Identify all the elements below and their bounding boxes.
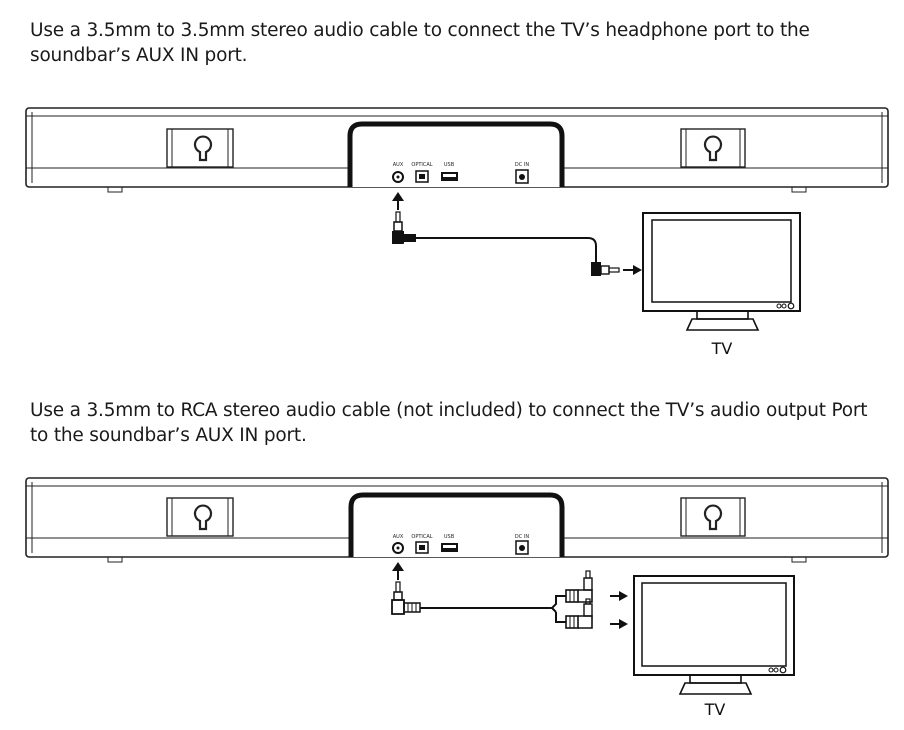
aux-port-icon: [392, 171, 404, 183]
arrow-icon: [623, 265, 642, 275]
audio-plug-icon: [392, 211, 416, 244]
wall-mount-keyhole-icon: [166, 497, 234, 537]
instruction-line: to the soundbar’s AUX IN port.: [30, 425, 307, 446]
rca-plug-icon: [565, 598, 593, 629]
instruction-rca-connection: Use a 3.5mm to RCA stereo audio cable (n…: [30, 398, 870, 448]
usb-port-label: USB: [444, 534, 455, 540]
connector-panel: AUX OPTICAL USB DC IN: [348, 492, 565, 557]
rca-plug-icon: [565, 570, 593, 603]
audio-cable: [416, 237, 597, 262]
aux-port-icon: [392, 542, 404, 554]
dc-in-port-icon: [515, 169, 529, 184]
tv-label: TV: [711, 339, 733, 358]
optical-port-icon: [415, 170, 429, 183]
rca-connection-diagram: AUX OPTICAL USB DC IN: [25, 477, 889, 719]
arrow-icon: [610, 591, 628, 601]
connector-panel: AUX OPTICAL USB DC IN: [347, 121, 565, 187]
arrow-icon: [392, 192, 404, 210]
wall-mount-keyhole-icon: [166, 128, 234, 168]
instruction-headphone-connection: Use a 3.5mm to 3.5mm stereo audio cable …: [30, 18, 850, 68]
usb-port-icon: [441, 172, 458, 181]
optical-port-icon: [415, 541, 429, 554]
dc-in-port-label: DC IN: [515, 534, 529, 540]
arrow-icon: [610, 619, 628, 629]
instruction-line: Use a 3.5mm to 3.5mm stereo audio cable …: [30, 20, 810, 41]
instruction-line: soundbar’s AUX IN port.: [30, 45, 248, 66]
tv-icon: [633, 575, 795, 695]
wall-mount-keyhole-icon: [680, 497, 746, 537]
dc-in-port-label: DC IN: [515, 162, 529, 168]
aux-port-label: AUX: [393, 534, 404, 540]
arrow-icon: [392, 562, 404, 580]
tv-label: TV: [704, 700, 726, 719]
audio-plug-icon: [391, 581, 421, 615]
instruction-line: Use a 3.5mm to RCA stereo audio cable (n…: [30, 400, 868, 421]
audio-plug-icon: [591, 262, 620, 276]
dc-in-port-icon: [515, 540, 529, 555]
aux-port-label: AUX: [393, 162, 404, 168]
headphone-connection-diagram: AUX OPTICAL USB DC IN TV: [25, 107, 889, 358]
wall-mount-keyhole-icon: [680, 128, 746, 168]
usb-port-label: USB: [444, 162, 455, 168]
optical-port-label: OPTICAL: [411, 534, 432, 540]
usb-port-icon: [441, 543, 458, 552]
optical-port-label: OPTICAL: [411, 162, 432, 168]
tv-icon: [642, 212, 801, 331]
rca-cable: [420, 595, 566, 623]
